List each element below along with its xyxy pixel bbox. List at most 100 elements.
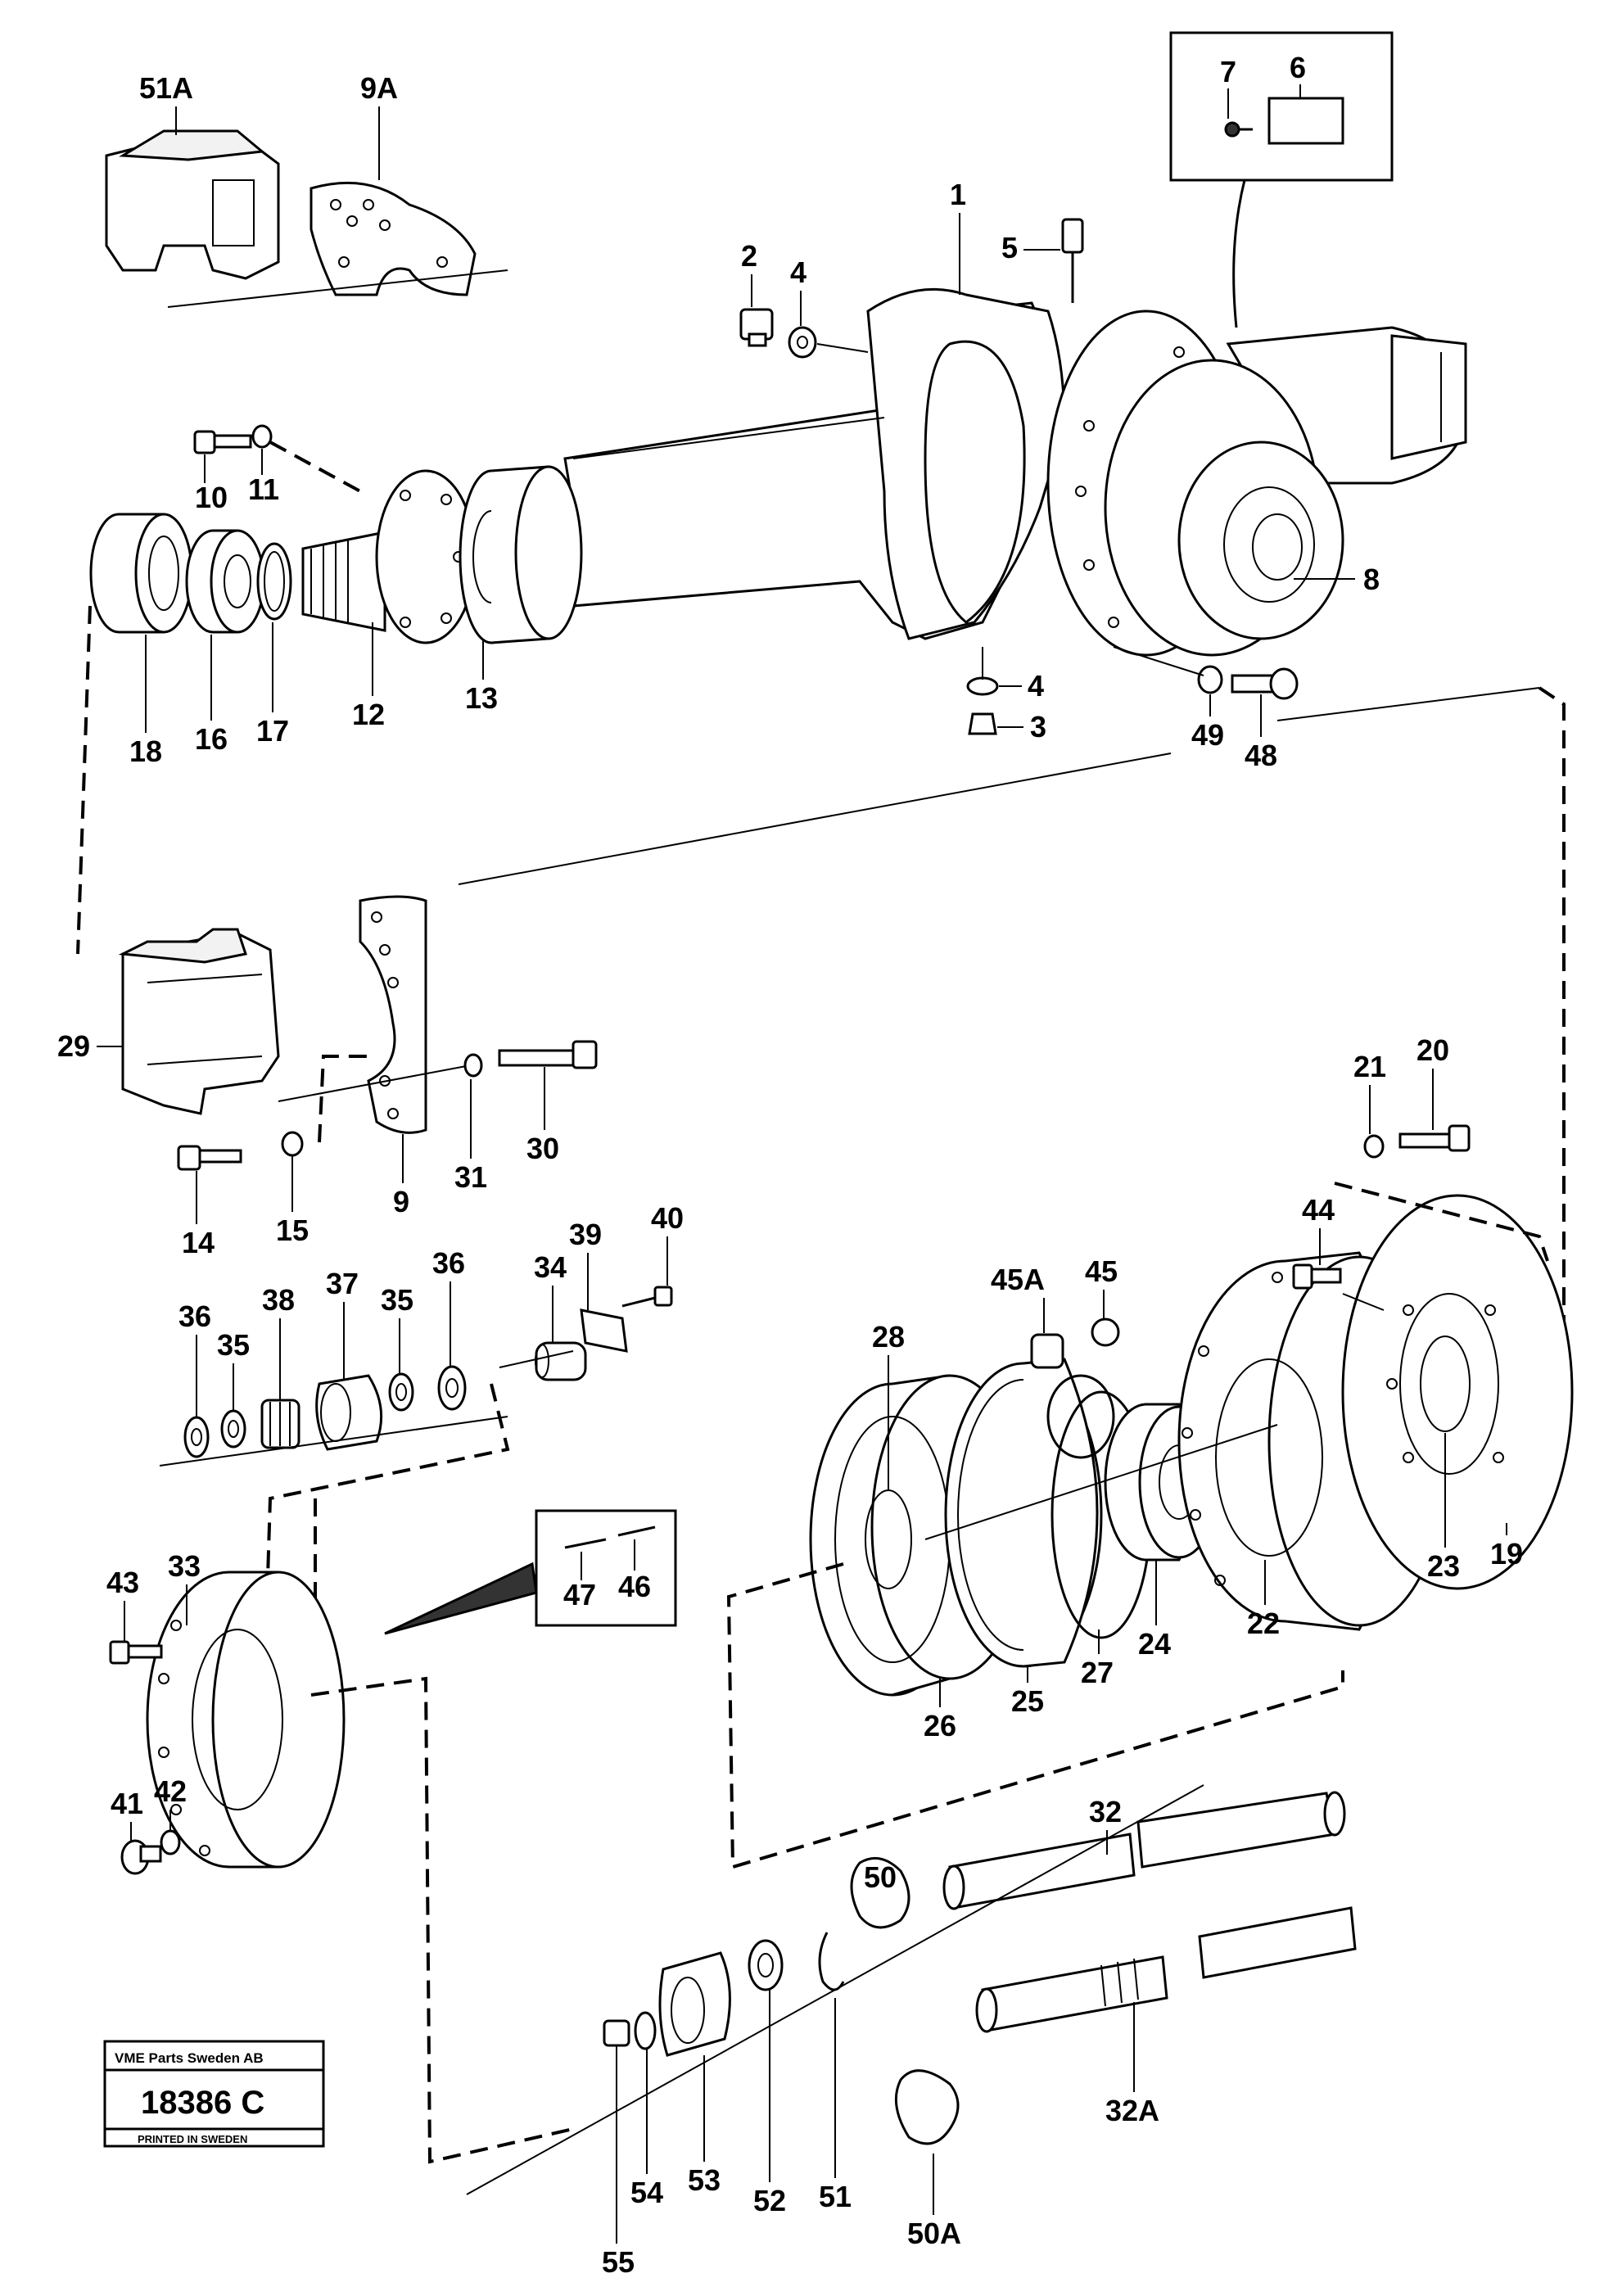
snap-ring-51[interactable] bbox=[818, 1932, 845, 1991]
bolt-20[interactable] bbox=[1398, 1124, 1471, 1152]
washer-31[interactable] bbox=[463, 1053, 483, 1078]
label-32a: 32A bbox=[1105, 2094, 1159, 2127]
washer-15[interactable] bbox=[281, 1131, 304, 1157]
pin-inset-box bbox=[384, 1509, 677, 1635]
housing-flange-ring bbox=[924, 340, 1026, 624]
bolt-30[interactable] bbox=[498, 1040, 598, 1069]
badge-printed: PRINTED IN SWEDEN bbox=[138, 2133, 247, 2145]
part-labels: 51A 9A 7 6 1 5 2 4 10 11 8 18 16 17 12 1… bbox=[57, 51, 1523, 2279]
label-53: 53 bbox=[688, 2163, 721, 2197]
label-16: 16 bbox=[195, 722, 228, 756]
label-50-top: 50 bbox=[864, 1860, 897, 1894]
label-42: 42 bbox=[154, 1774, 187, 1808]
label-2: 2 bbox=[741, 239, 757, 273]
label-52: 52 bbox=[753, 2184, 786, 2217]
nut-45a[interactable] bbox=[1030, 1333, 1064, 1369]
washer-35-right[interactable] bbox=[388, 1372, 414, 1412]
brake-caliper-51a[interactable] bbox=[105, 129, 280, 280]
washer-21[interactable] bbox=[1363, 1134, 1385, 1159]
label-4-top: 4 bbox=[790, 255, 807, 289]
drain-plug-3[interactable] bbox=[968, 712, 997, 735]
label-50a: 50A bbox=[907, 2217, 961, 2250]
circlip-50[interactable] bbox=[850, 1856, 910, 1929]
planet-carrier-33[interactable] bbox=[146, 1571, 346, 1869]
planet-shaft-34[interactable] bbox=[535, 1341, 587, 1381]
plug-2[interactable] bbox=[739, 308, 774, 347]
label-25: 25 bbox=[1011, 1684, 1044, 1718]
label-46: 46 bbox=[618, 1570, 651, 1603]
lock-plate-39[interactable] bbox=[580, 1308, 628, 1353]
brake-caliper-29[interactable] bbox=[118, 928, 280, 1115]
drive-shaft-32[interactable] bbox=[942, 1791, 1346, 1910]
label-48: 48 bbox=[1245, 739, 1277, 772]
bolt-48[interactable] bbox=[1231, 667, 1299, 700]
washer-4-top[interactable] bbox=[788, 326, 817, 359]
circlip-54[interactable] bbox=[634, 2011, 657, 2050]
label-28: 28 bbox=[872, 1320, 905, 1354]
label-35-right: 35 bbox=[381, 1283, 413, 1317]
label-17: 17 bbox=[256, 714, 289, 748]
bolt-44[interactable] bbox=[1292, 1263, 1342, 1290]
bearing-16[interactable] bbox=[185, 529, 265, 634]
label-45: 45 bbox=[1085, 1254, 1118, 1288]
seal-ring-18[interactable] bbox=[89, 513, 193, 634]
wheel-hub-8[interactable] bbox=[1046, 310, 1344, 657]
label-35-left: 35 bbox=[217, 1328, 250, 1362]
label-6: 6 bbox=[1290, 51, 1306, 84]
seal-13[interactable] bbox=[459, 465, 583, 644]
washer-52[interactable] bbox=[748, 1939, 784, 1991]
label-5: 5 bbox=[1001, 231, 1018, 264]
label-3: 3 bbox=[1030, 710, 1046, 743]
label-22: 22 bbox=[1247, 1607, 1280, 1640]
spindle-12[interactable] bbox=[301, 469, 477, 644]
washer-35-left[interactable] bbox=[220, 1409, 246, 1449]
planet-gear-37[interactable] bbox=[315, 1374, 383, 1451]
label-54: 54 bbox=[630, 2176, 663, 2209]
label-29: 29 bbox=[57, 1029, 90, 1063]
nut-55[interactable] bbox=[603, 2019, 630, 2047]
nut-45[interactable] bbox=[1091, 1317, 1120, 1347]
drive-shaft-32a[interactable] bbox=[975, 1906, 1357, 2033]
label-15: 15 bbox=[276, 1214, 309, 1247]
label-41: 41 bbox=[111, 1787, 143, 1820]
label-7: 7 bbox=[1220, 55, 1236, 88]
sun-gear-53[interactable] bbox=[658, 1951, 731, 2057]
bolt-41[interactable] bbox=[120, 1839, 162, 1875]
thrust-washer-36-right[interactable] bbox=[437, 1365, 467, 1411]
bolt-10[interactable] bbox=[193, 430, 252, 454]
thrust-washer-36-left[interactable] bbox=[183, 1416, 210, 1458]
label-36-right: 36 bbox=[432, 1246, 465, 1280]
bolt-40[interactable] bbox=[621, 1286, 673, 1308]
label-18: 18 bbox=[129, 734, 162, 768]
sign-plate-inset-box bbox=[1169, 31, 1394, 328]
needle-bearing-38[interactable] bbox=[260, 1399, 300, 1449]
washer-11[interactable] bbox=[251, 424, 273, 449]
washer-42[interactable] bbox=[160, 1829, 181, 1855]
washer-49[interactable] bbox=[1197, 665, 1223, 694]
breather-5[interactable] bbox=[1061, 218, 1084, 303]
vme-parts-badge: VME Parts Sweden AB 18386 C PRINTED IN S… bbox=[103, 2040, 325, 2148]
label-38: 38 bbox=[262, 1283, 295, 1317]
label-13: 13 bbox=[465, 681, 498, 715]
label-32: 32 bbox=[1089, 1795, 1122, 1828]
label-9: 9 bbox=[393, 1185, 409, 1218]
torque-plate-9[interactable] bbox=[359, 895, 427, 1134]
label-12: 12 bbox=[352, 698, 385, 731]
o-ring-17[interactable] bbox=[256, 542, 292, 621]
label-47: 47 bbox=[563, 1578, 596, 1611]
label-36-left: 36 bbox=[178, 1299, 211, 1333]
torque-plate-9a[interactable] bbox=[310, 181, 477, 296]
washer-4-bottom[interactable] bbox=[966, 676, 999, 696]
badge-number: 18386 C bbox=[141, 2085, 264, 2121]
label-51a: 51A bbox=[139, 71, 193, 105]
label-45a: 45A bbox=[991, 1263, 1045, 1296]
label-37: 37 bbox=[326, 1267, 359, 1300]
brake-disc-19[interactable] bbox=[1341, 1194, 1574, 1590]
label-39: 39 bbox=[569, 1218, 602, 1251]
bolt-14[interactable] bbox=[177, 1145, 242, 1171]
bolt-43[interactable] bbox=[109, 1640, 163, 1665]
circlip-50a[interactable] bbox=[894, 2069, 960, 2145]
label-40: 40 bbox=[651, 1201, 684, 1235]
label-11: 11 bbox=[248, 472, 279, 506]
